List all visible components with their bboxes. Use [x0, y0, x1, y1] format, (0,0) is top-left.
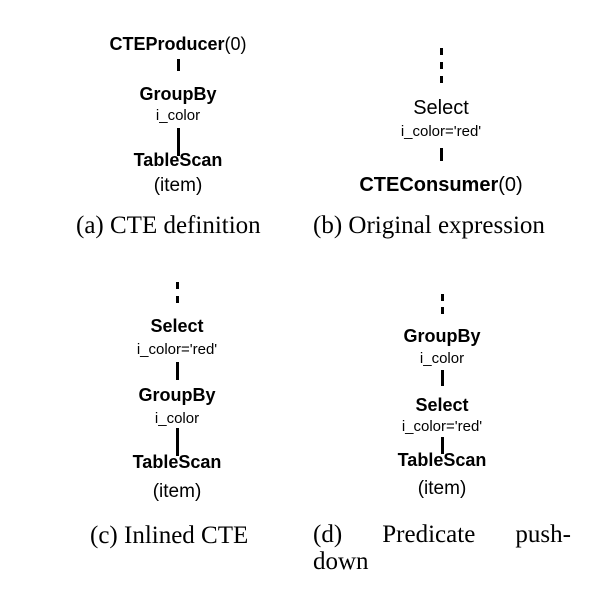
dashed-edge-segment — [440, 62, 443, 69]
groupby-node-label: GroupBy — [139, 84, 217, 104]
cte-consumer-label: CTEConsumer — [359, 174, 499, 196]
cte-producer-arg: (0) — [224, 34, 247, 54]
groupby-node-arg: i_color — [154, 410, 200, 427]
cte-producer-label: CTEProducer — [109, 34, 225, 54]
caption-c: (c) Inlined CTE — [90, 522, 249, 549]
edge-select-consumer — [440, 148, 443, 161]
tablescan-node-arg: (item) — [152, 481, 202, 502]
select-node-label: Select — [415, 395, 469, 415]
select-node-arg: i_color='red' — [401, 418, 483, 435]
caption-d: (d) Predicate push- down — [313, 521, 571, 575]
groupby-node-arg: i_color — [155, 107, 201, 124]
tablescan-node-label: TableScan — [132, 452, 222, 472]
tablescan-node-arg: (item) — [417, 478, 467, 499]
dashed-edge-segment — [441, 307, 444, 314]
cte-producer-node: CTEProducer(0) — [109, 35, 246, 53]
dashed-edge-segment — [440, 76, 443, 83]
select-node-arg: i_color='red' — [136, 341, 218, 358]
select-node-label: Select — [150, 316, 204, 336]
select-node-label: Select — [413, 97, 469, 119]
caption-b: (b) Original expression — [313, 212, 545, 239]
tablescan-node-label: TableScan — [397, 450, 487, 470]
edge-groupby-tablescan — [177, 128, 180, 156]
caption-d-word: Predicate — [382, 521, 476, 548]
edge-groupby-tablescan — [176, 428, 179, 456]
dashed-edge-segment — [176, 282, 179, 289]
groupby-node-arg: i_color — [419, 350, 465, 367]
cte-consumer-node: CTEConsumer(0) — [359, 175, 522, 195]
caption-d-line2: down — [313, 548, 369, 575]
tablescan-node-label: TableScan — [133, 150, 223, 170]
dashed-edge-segment — [440, 48, 443, 55]
dashed-edge-segment — [176, 296, 179, 303]
dashed-edge-segment — [441, 294, 444, 301]
edge-producer-groupby — [177, 59, 180, 71]
groupby-node-label: GroupBy — [403, 326, 481, 346]
edge-select-groupby — [176, 362, 179, 380]
caption-d-line1: (d) Predicate push- — [313, 521, 571, 548]
caption-d-word: (d) — [313, 521, 343, 548]
groupby-node-label: GroupBy — [138, 385, 216, 405]
select-node-arg: i_color='red' — [400, 123, 482, 140]
edge-select-tablescan — [441, 437, 444, 454]
edge-groupby-select — [441, 370, 444, 386]
caption-a: (a) CTE definition — [76, 212, 261, 239]
caption-d-word: push- — [515, 521, 571, 548]
tablescan-node-arg: (item) — [153, 175, 203, 196]
cte-consumer-arg: (0) — [498, 174, 523, 196]
